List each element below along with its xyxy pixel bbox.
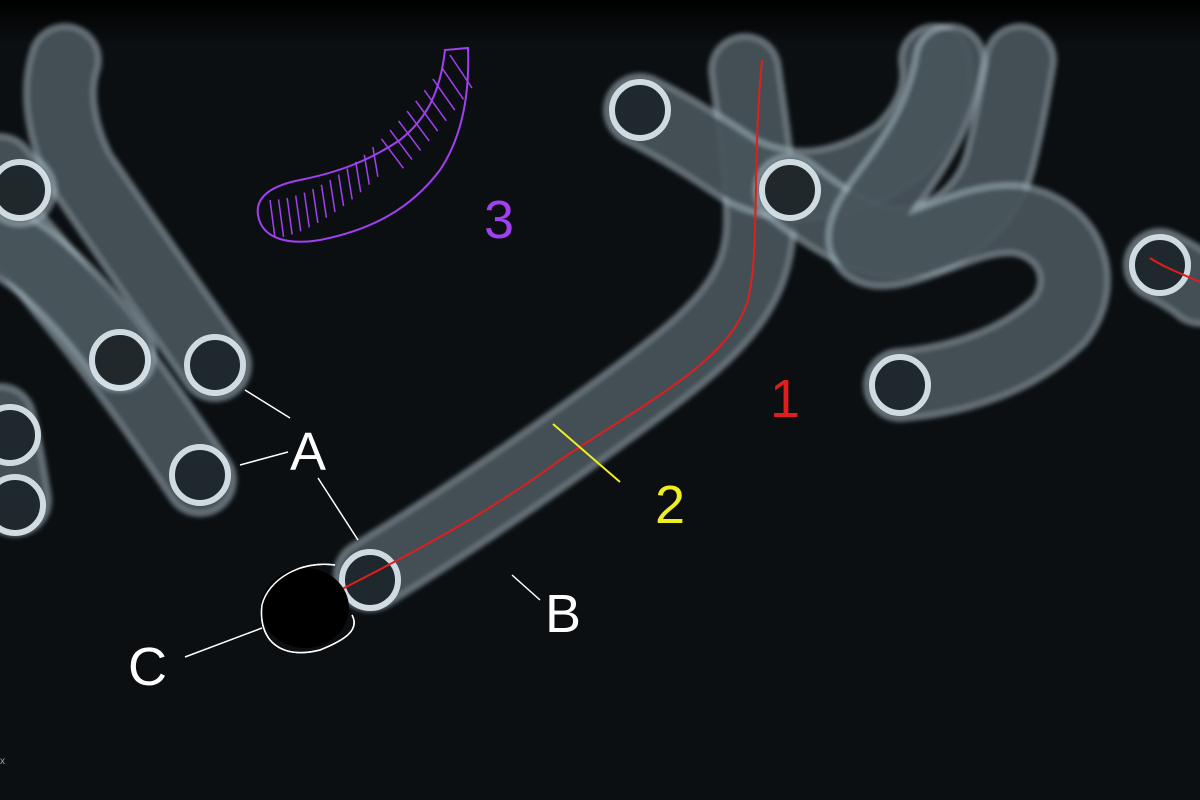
mesh-segment-line: [294, 195, 302, 232]
larva-mouth-hook: [339, 549, 401, 611]
mesh-segment-line: [363, 154, 371, 185]
larva-mouth-hook: [0, 159, 51, 221]
c-region: [261, 568, 349, 648]
larva-body: [29, 29, 246, 396]
larva-mouth-hook: [759, 159, 821, 221]
label-c: C: [128, 637, 167, 697]
larva-mouth-hook: [184, 334, 246, 396]
larva-mouth-hook: [869, 354, 931, 416]
mesh-segment-line: [269, 199, 276, 239]
label-3: 3: [484, 190, 515, 250]
larva-mouth-hook: [89, 329, 151, 391]
mesh-segment-line: [380, 138, 405, 169]
mesh-segment-line: [415, 100, 439, 132]
segmentation-mesh: [256, 46, 473, 243]
larva-mouth-hook: [0, 474, 46, 536]
mesh-segment-line: [337, 174, 345, 207]
mesh-segment-line: [329, 179, 336, 213]
mesh-segment-line: [354, 161, 362, 193]
mesh-segment-line: [432, 78, 456, 111]
mesh-segment-line: [286, 197, 293, 235]
mesh-segment-line: [277, 199, 285, 237]
larva-mouth-hook: [1129, 234, 1191, 296]
midline-red-right: [1149, 257, 1200, 283]
mesh-segment-line: [312, 188, 319, 224]
mesh-segment-line: [389, 129, 413, 161]
larva-mouth-hook: [609, 79, 671, 141]
larva-body: [831, 29, 1106, 416]
larvae-heads: [0, 79, 1191, 611]
corner-mark: x: [0, 756, 5, 767]
mesh-segment-line: [320, 184, 328, 218]
larva-mouth-hook: [0, 404, 41, 466]
label-a: A: [290, 422, 327, 482]
width-line-yellow: [552, 423, 621, 483]
mesh-segment-line: [303, 192, 311, 228]
mesh-segment-line: [372, 146, 379, 177]
mesh-segment-line: [449, 54, 473, 89]
mesh-segment-line: [440, 66, 465, 100]
mesh-segment-line: [406, 110, 430, 142]
mesh-segment-line: [423, 89, 447, 122]
label-b: B: [545, 584, 582, 644]
larva-mouth-hook: [169, 444, 231, 506]
label-2: 2: [655, 475, 686, 535]
mesh-segment-line: [397, 120, 422, 151]
label-1: 1: [770, 369, 801, 429]
midline-red: [284, 59, 763, 619]
c-region-outline: [260, 563, 355, 654]
mesh-segment-line: [346, 168, 353, 200]
